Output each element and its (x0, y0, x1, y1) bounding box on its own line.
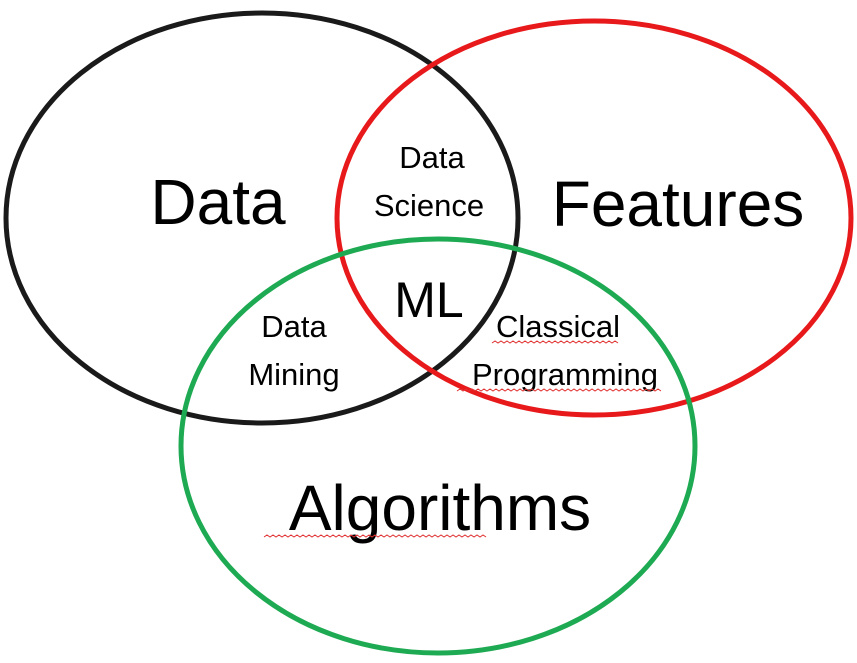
features-label: Features (552, 168, 805, 240)
spellcheck-underline-algorithms (263, 534, 487, 538)
spellcheck-underline-classical (491, 340, 619, 344)
algorithms-label: Algorithms (289, 472, 591, 544)
data-mining-label-line2: Mining (248, 357, 339, 392)
data-science-label-line1: Data (399, 140, 465, 175)
classical-programming-label-line1: Classical (496, 309, 620, 344)
data-circle (3, 10, 521, 426)
data-label: Data (150, 166, 286, 238)
classical-programming-label-line2: Programming (472, 357, 658, 392)
ml-label: ML (394, 272, 463, 328)
features-circle (334, 18, 854, 418)
data-science-label-line2: Science (374, 188, 484, 223)
spellcheck-underline-programming (456, 388, 662, 392)
algorithms-circle (178, 236, 698, 656)
data-mining-label-line1: Data (261, 309, 327, 344)
